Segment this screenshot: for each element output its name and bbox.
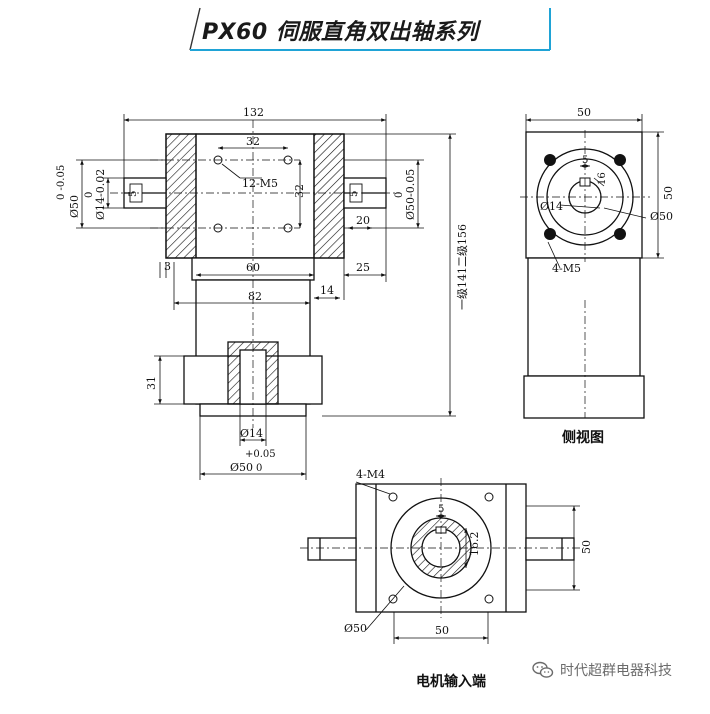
input-view — [300, 478, 584, 618]
input-dim-bore-depth: 16.2 — [468, 532, 481, 557]
input-view-caption: 电机输入端 — [416, 673, 486, 690]
side-dim-thread: 4-M5 — [552, 262, 581, 275]
dim-left-shaft: Ø14-0.02 — [94, 169, 107, 220]
dim-bolt-callout: 12-M5 — [242, 177, 278, 190]
side-dim-shaft: Ø14 — [540, 200, 563, 213]
input-dim-key: 5 — [438, 504, 444, 515]
input-dim-pilot: Ø50 — [344, 622, 367, 635]
side-dim-pilot: Ø50 — [650, 210, 673, 223]
dim-left-key: 5 — [128, 191, 139, 197]
dim-input-depth: 31 — [145, 376, 158, 390]
front-dim-lines — [76, 114, 456, 480]
dim-input-tol: +0.05 — [245, 449, 276, 460]
dim-input-tol2: 0 — [256, 463, 262, 474]
wechat-icon — [532, 661, 554, 678]
side-dim-height: 50 — [662, 186, 675, 200]
dim-ext-len: 25 — [356, 261, 370, 274]
title-frame — [189, 7, 551, 51]
dim-inner-width: 60 — [246, 261, 260, 274]
dim-shaft-len: 20 — [356, 214, 370, 227]
side-dim-text: 50 50 5 16 Ø14 Ø50 4-M5 侧视图 — [540, 106, 675, 446]
input-dim-thread: 4-M4 — [356, 468, 385, 481]
watermark-text: 时代超群电器科技 — [560, 663, 672, 679]
dim-input-pilot: Ø50 — [230, 461, 253, 474]
dim-input-bore: Ø14 — [240, 427, 263, 440]
input-dim-width: 50 — [435, 624, 449, 637]
side-dim-key-depth: 16 — [597, 172, 608, 185]
dim-left-bore: Ø50 — [68, 195, 81, 218]
dim-overall-width: 132 — [243, 106, 264, 119]
dim-left-shaft-top: 0 — [84, 192, 95, 198]
watermark: 时代超群电器科技 — [532, 660, 672, 680]
input-dim-height: 50 — [580, 540, 593, 554]
front-view — [110, 120, 400, 428]
dim-body-width: 82 — [248, 290, 262, 303]
side-dim-width: 50 — [577, 106, 591, 119]
dim-bolt-spacing-v: 32 — [293, 184, 306, 198]
dim-right-key: 5 — [349, 191, 360, 197]
input-dim-text: 4-M4 5 16.2 50 Ø50 50 电机输入端 — [344, 468, 593, 690]
side-dim-key: 5 — [582, 155, 588, 166]
side-dim-lines — [525, 114, 664, 269]
dim-right-bore: Ø50-0.05 — [404, 169, 417, 220]
dim-left-bore-tol: 0 -0.05 — [56, 165, 67, 200]
front-dim-text: 132 32 32 12-M5 60 82 14 25 20 3 一级141二级… — [56, 106, 469, 474]
side-view — [520, 130, 650, 419]
dim-right-bore-top: 0 — [394, 192, 405, 198]
side-view-caption: 侧视图 — [562, 429, 604, 446]
dim-overall-height: 一级141二级156 — [456, 224, 469, 310]
dim-flange-depth: 14 — [320, 284, 334, 297]
input-dim-lines — [355, 481, 580, 644]
page-title: PX60 伺服直角双出轴系列 — [202, 20, 479, 45]
title-box: PX60 伺服直角双出轴系列 — [188, 6, 552, 52]
dim-step: 3 — [164, 260, 171, 273]
dim-bolt-spacing-h: 32 — [246, 135, 260, 148]
